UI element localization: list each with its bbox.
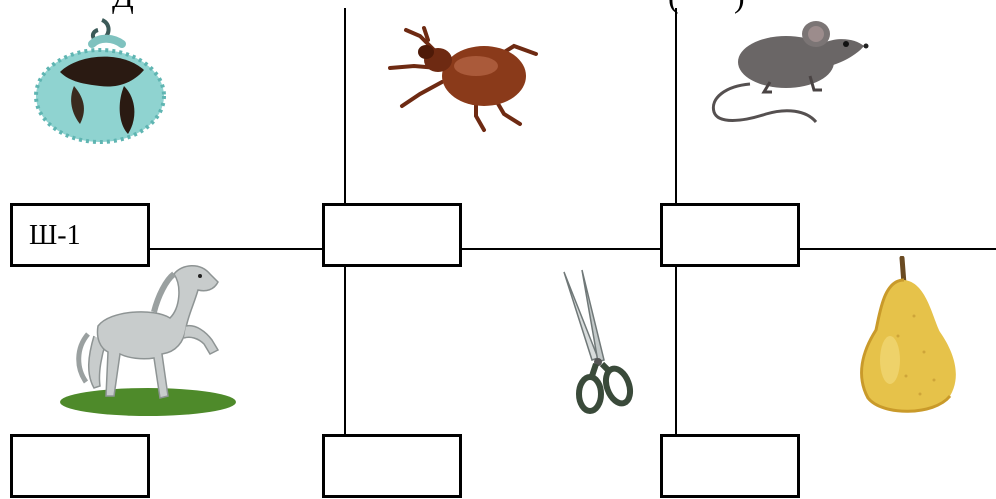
answer-box-6[interactable] (660, 434, 800, 498)
mouse-icon (706, 12, 872, 130)
fur-hat-icon (32, 14, 168, 150)
beetle-icon (380, 10, 540, 136)
answer-box-1-label: Ш-1 (29, 220, 81, 252)
answer-box-2[interactable] (322, 203, 462, 267)
horse-icon (58, 256, 238, 420)
scissors-icon (556, 268, 638, 418)
answer-box-3[interactable] (660, 203, 800, 267)
answer-box-5[interactable] (322, 434, 462, 498)
answer-box-4[interactable] (10, 434, 150, 498)
pear-icon (854, 256, 962, 416)
